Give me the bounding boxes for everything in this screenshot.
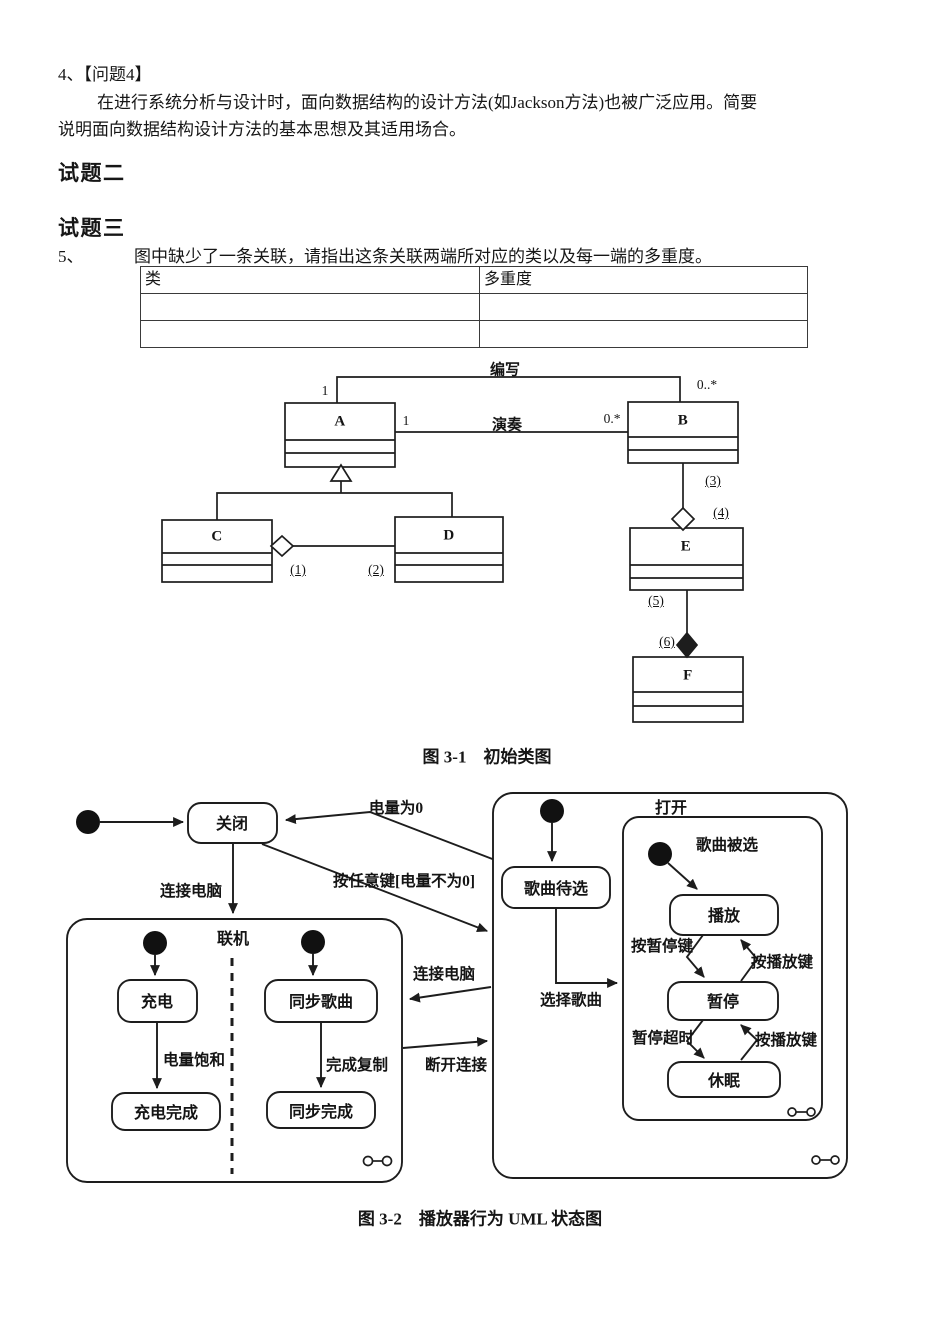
state-charge-done-label: 充电完成: [133, 1105, 199, 1122]
blank-label-1: (1): [290, 562, 306, 577]
transition-connect-pc-left-label: 连接电脑: [159, 883, 223, 900]
transition-press-pause-label: 按暂停键: [630, 938, 694, 955]
question4-title: 【问题4】: [83, 65, 152, 84]
uml-class-diagram: [161, 376, 744, 723]
aggregation-b-e: [670, 463, 696, 532]
state-sync-done-box: [266, 1091, 376, 1129]
transition-connect-pc-mid: [408, 986, 492, 1003]
state-playing-label: 播放: [707, 908, 741, 925]
transition-song-selected-label: 歌曲被选: [695, 837, 759, 854]
state-closed-label: 关闭: [215, 816, 249, 833]
table-row: [140, 320, 808, 348]
composition-diamond-f: [675, 631, 699, 659]
question4-number: 4、: [58, 65, 84, 84]
transition-press-play-lower-label: 按播放键: [754, 1032, 818, 1049]
transition-battery-full-label: 电量饱和: [162, 1052, 226, 1069]
transition-disconnect-label: 断开连接: [424, 1057, 488, 1074]
class-e-label: E: [680, 538, 692, 555]
open-initial-dot: [540, 799, 564, 823]
state-sleeping-box: [667, 1061, 781, 1098]
online-exit-point-icon: [362, 1155, 393, 1167]
class-c-label: C: [211, 528, 223, 545]
class-a-label: A: [334, 413, 346, 430]
class-box-b: [627, 401, 739, 464]
transition-battery-zero-label: 电量为0: [368, 800, 424, 817]
blank-label-3: (3): [705, 473, 721, 488]
blank-label-6: (6): [659, 634, 675, 649]
state-playing-box: [669, 894, 779, 936]
transition-pause-timeout-label: 暂停超时: [631, 1030, 695, 1047]
multiplicity-write-b: 0..*: [696, 377, 718, 392]
class-box-d: [394, 516, 504, 583]
transition-press-play-lower: [740, 1024, 759, 1061]
multiplicity-write-a: 1: [321, 383, 329, 398]
question4-body-line1: 在进行系统分析与设计时，面向数据结构的设计方法(如Jackson方法)也被广泛应…: [97, 93, 758, 112]
aggregation-diamond-c: [269, 534, 295, 558]
table-header-row: 类 多重度: [140, 266, 808, 294]
aggregation-diamond-e: [670, 506, 696, 532]
state-online-box: [66, 918, 403, 1183]
state-sync-done-label: 同步完成: [288, 1104, 354, 1121]
question5-number: 5、: [58, 247, 84, 266]
class-box-c: [161, 519, 273, 583]
transition-press-pause: [685, 934, 705, 978]
aggregation-c-d: [269, 534, 395, 558]
class-b-label: B: [677, 412, 689, 429]
transition-press-play-upper-label: 按播放键: [750, 954, 814, 971]
generalization-link: [216, 463, 453, 520]
state-open-label: 打开: [654, 800, 688, 817]
association-write-label: 编写: [489, 362, 521, 379]
multiplicity-play-a: 1: [402, 413, 410, 428]
open-exit-icon: [811, 1155, 840, 1165]
state-sync-song-label: 同步歌曲: [288, 994, 354, 1011]
class-d-label: D: [443, 527, 455, 544]
state-song-waiting-label: 歌曲待选: [523, 881, 589, 898]
uml-state-diagram: [66, 792, 848, 1183]
transition-select-song-label: 选择歌曲: [539, 992, 603, 1009]
state-charging-label: 充电: [140, 994, 174, 1011]
transition-any-key-label: 按任意键[电量不为0]: [332, 873, 476, 890]
initial-state-dot: [76, 810, 100, 834]
table-cell-empty: [140, 320, 480, 348]
blank-label-4: (4): [713, 505, 729, 520]
transition-battery-zero: [284, 811, 496, 861]
class-f-label: F: [683, 667, 693, 684]
association-play-label: 演奏: [491, 417, 523, 434]
section-title-3: 试题三: [58, 217, 126, 240]
question4-body-line2: 说明面向数据结构设计方法的基本思想及其适用场合。: [58, 120, 466, 139]
transition-press-play-upper: [740, 939, 759, 982]
figure-caption-3-1: 图 3-1 初始类图: [422, 747, 552, 767]
state-charge-done-box: [111, 1092, 221, 1131]
state-online-label: 联机: [216, 931, 250, 948]
answer-table: 类 多重度: [140, 266, 808, 348]
state-paused-box: [667, 981, 779, 1021]
playing-initial-dot: [648, 842, 672, 866]
transition-connect-pc-mid-label: 连接电脑: [412, 966, 476, 983]
figure-caption-3-2: 图 3-2 播放器行为 UML 状态图: [357, 1209, 603, 1229]
class-box-f: [632, 656, 744, 723]
question5-text: 图中缺少了一条关联，请指出这条关联两端所对应的类以及每一端的多重度。: [134, 247, 712, 266]
transition-any-key: [261, 843, 489, 933]
composition-e-f: [675, 590, 699, 659]
playing-region-exit-icon: [787, 1107, 816, 1117]
question4-heading: 4、【问题4】: [58, 60, 152, 85]
playing-region-box: [622, 816, 823, 1121]
transition-select-song: [555, 908, 619, 988]
blank-label-5: (5): [648, 593, 664, 608]
section-title-2: 试题二: [58, 162, 126, 185]
multiplicity-play-b: 0.*: [603, 411, 621, 426]
transition-pause-timeout: [685, 1019, 705, 1059]
blank-label-2: (2): [368, 562, 384, 577]
transition-copy-done-label: 完成复制: [325, 1057, 389, 1074]
class-box-e: [629, 527, 744, 591]
online-left-initial-dot: [143, 931, 167, 955]
transition-disconnect: [402, 1036, 489, 1049]
online-right-initial-dot: [301, 930, 325, 954]
state-sleeping-label: 休眠: [707, 1073, 741, 1090]
table-cell-empty: [479, 320, 808, 348]
transition-song-selected: [667, 862, 698, 890]
state-paused-label: 暂停: [706, 994, 740, 1011]
association-write-line: [336, 376, 681, 403]
